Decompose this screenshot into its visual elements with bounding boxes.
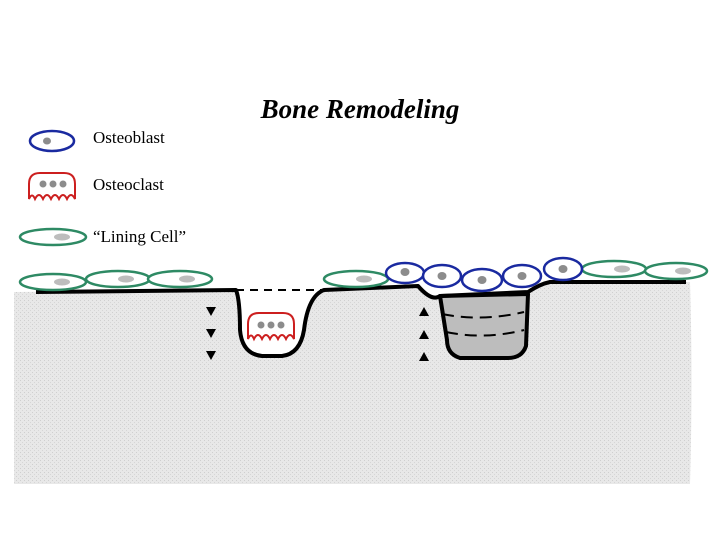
osteoblast — [503, 265, 541, 287]
osteoclast — [248, 313, 294, 339]
bone-tissue — [14, 282, 692, 484]
legend-osteoclast-icon — [29, 173, 75, 199]
lining-cell — [148, 271, 212, 287]
lining-cell — [86, 271, 150, 287]
new-bone-deposit — [440, 294, 528, 358]
lining-cell — [20, 274, 86, 290]
osteoblast — [423, 265, 461, 287]
lining-cell — [645, 263, 707, 279]
osteoblast — [386, 263, 424, 283]
legend-osteoblast-icon — [30, 131, 74, 151]
osteoblast — [544, 258, 582, 280]
lining-cell — [582, 261, 646, 277]
osteoblast — [462, 269, 502, 291]
lining-cell — [324, 271, 388, 287]
legend-lining-cell-icon — [20, 229, 86, 245]
